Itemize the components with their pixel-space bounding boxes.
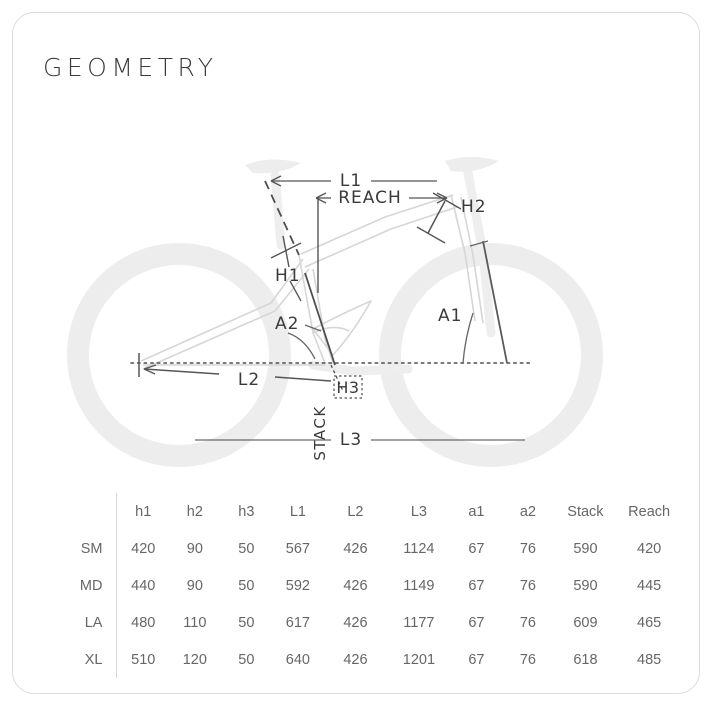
column-header-a1: a1 [468,503,485,520]
column-header-h3: h3 [238,503,255,520]
label-l2: L2 [238,370,260,390]
cell-la-h2: 110 [183,614,207,631]
cell-md-l3: 1149 [403,577,435,594]
dimension-h3 [330,364,363,399]
label-h2: H2 [461,197,487,217]
cell-md-a1: 67 [468,577,485,594]
cell-la-reach: 465 [637,614,662,631]
cell-xl-a1: 67 [468,651,485,668]
geometry-table-container: h1 h2 h3 L1 L2 L3 a1 a2 Stack Reach SM 4… [41,493,681,693]
cell-md-reach: 445 [637,577,662,594]
cell-xl-h3: 50 [238,651,255,668]
dimension-l2 [138,353,332,382]
frame-outline [140,194,484,370]
cell-la-stack: 609 [573,614,598,631]
table-row: SM 420 90 50 567 426 1124 67 76 590 420 [41,530,681,567]
dimension-l1 [270,175,437,187]
cell-md-h3: 50 [238,577,255,594]
cell-md-a2: 76 [519,577,536,594]
column-header-l2: L2 [347,503,364,520]
cell-xl-h2: 120 [182,651,207,668]
angle-a1 [462,240,508,364]
column-header-h2: h2 [186,503,203,520]
dimension-h1 [270,235,302,302]
cell-sm-a2: 76 [519,540,536,557]
wheel-silhouettes [67,243,603,467]
dimension-h2 [416,192,462,244]
row-label-xl: XL [41,641,118,678]
geometry-table: h1 h2 h3 L1 L2 L3 a1 a2 Stack Reach SM 4… [41,493,681,678]
cell-sm-reach: 420 [637,540,662,557]
cell-la-a1: 67 [468,614,485,631]
cell-sm-l3: 1124 [403,540,435,557]
cell-md-h1: 440 [131,577,156,594]
column-header-size [41,493,118,530]
cell-xl-l2: 426 [343,651,368,668]
cell-la-l3: 1177 [403,614,435,631]
cell-md-l1: 592 [285,577,310,594]
cell-sm-h1: 420 [131,540,156,557]
cell-la-h3: 50 [238,614,255,631]
cell-xl-a2: 76 [519,651,536,668]
column-header-reach: Reach [628,503,671,520]
row-label-md: MD [41,567,118,604]
column-header-l3: L3 [410,503,427,520]
label-reach: REACH [338,188,402,208]
table-body: SM 420 90 50 567 426 1124 67 76 590 420 … [41,530,681,678]
cell-md-l2: 426 [343,577,368,594]
cell-sm-l1: 567 [285,540,310,557]
cell-xl-l1: 640 [285,651,310,668]
page-title: GEOMETRY [43,53,218,82]
row-label-sm: SM [41,530,118,567]
cell-sm-a1: 67 [468,540,485,557]
cell-xl-reach: 485 [637,651,662,668]
column-header-l1: L1 [289,503,306,520]
cell-la-h1: 480 [131,614,156,631]
table-header-row: h1 h2 h3 L1 L2 L3 a1 a2 Stack Reach [41,493,681,530]
cell-md-stack: 590 [573,577,598,594]
cell-xl-stack: 618 [573,651,598,668]
table-row: LA 480 110 50 617 426 1177 67 76 609 465 [41,604,681,641]
label-a2: A2 [275,314,299,334]
cell-md-h2: 90 [186,577,203,594]
bicycle-geometry-diagram: L1 REACH H2 [13,133,701,483]
saddle-silhouette [245,157,499,174]
cell-sm-h3: 50 [238,540,255,557]
column-header-h1: h1 [135,503,152,520]
table-header: h1 h2 h3 L1 L2 L3 a1 a2 Stack Reach [41,493,681,530]
label-h3: H3 [336,378,359,397]
cell-la-l1: 617 [285,614,310,631]
cell-xl-l3: 1201 [402,651,436,668]
column-header-a2: a2 [519,503,536,520]
column-header-stack: Stack [567,503,604,520]
geometry-card: GEOMETRY [12,12,700,694]
table-row: XL 510 120 50 640 426 1201 67 76 618 485 [41,641,681,678]
seat-tube-extension [264,180,300,256]
cell-sm-h2: 90 [186,540,203,557]
row-label-la: LA [41,604,118,641]
cell-xl-h1: 510 [131,651,156,668]
angle-a2 [287,324,322,360]
label-h1: H1 [275,266,301,286]
cell-sm-stack: 590 [573,540,598,557]
label-l1: L1 [340,171,362,191]
label-a1: A1 [438,306,462,326]
cell-la-a2: 76 [519,614,536,631]
label-l3: L3 [340,430,362,450]
cell-sm-l2: 426 [343,540,368,557]
cell-la-l2: 426 [343,614,368,631]
table-row: MD 440 90 50 592 426 1149 67 76 590 445 [41,567,681,604]
dimension-stack [304,272,336,366]
label-stack: STACK [311,405,329,460]
